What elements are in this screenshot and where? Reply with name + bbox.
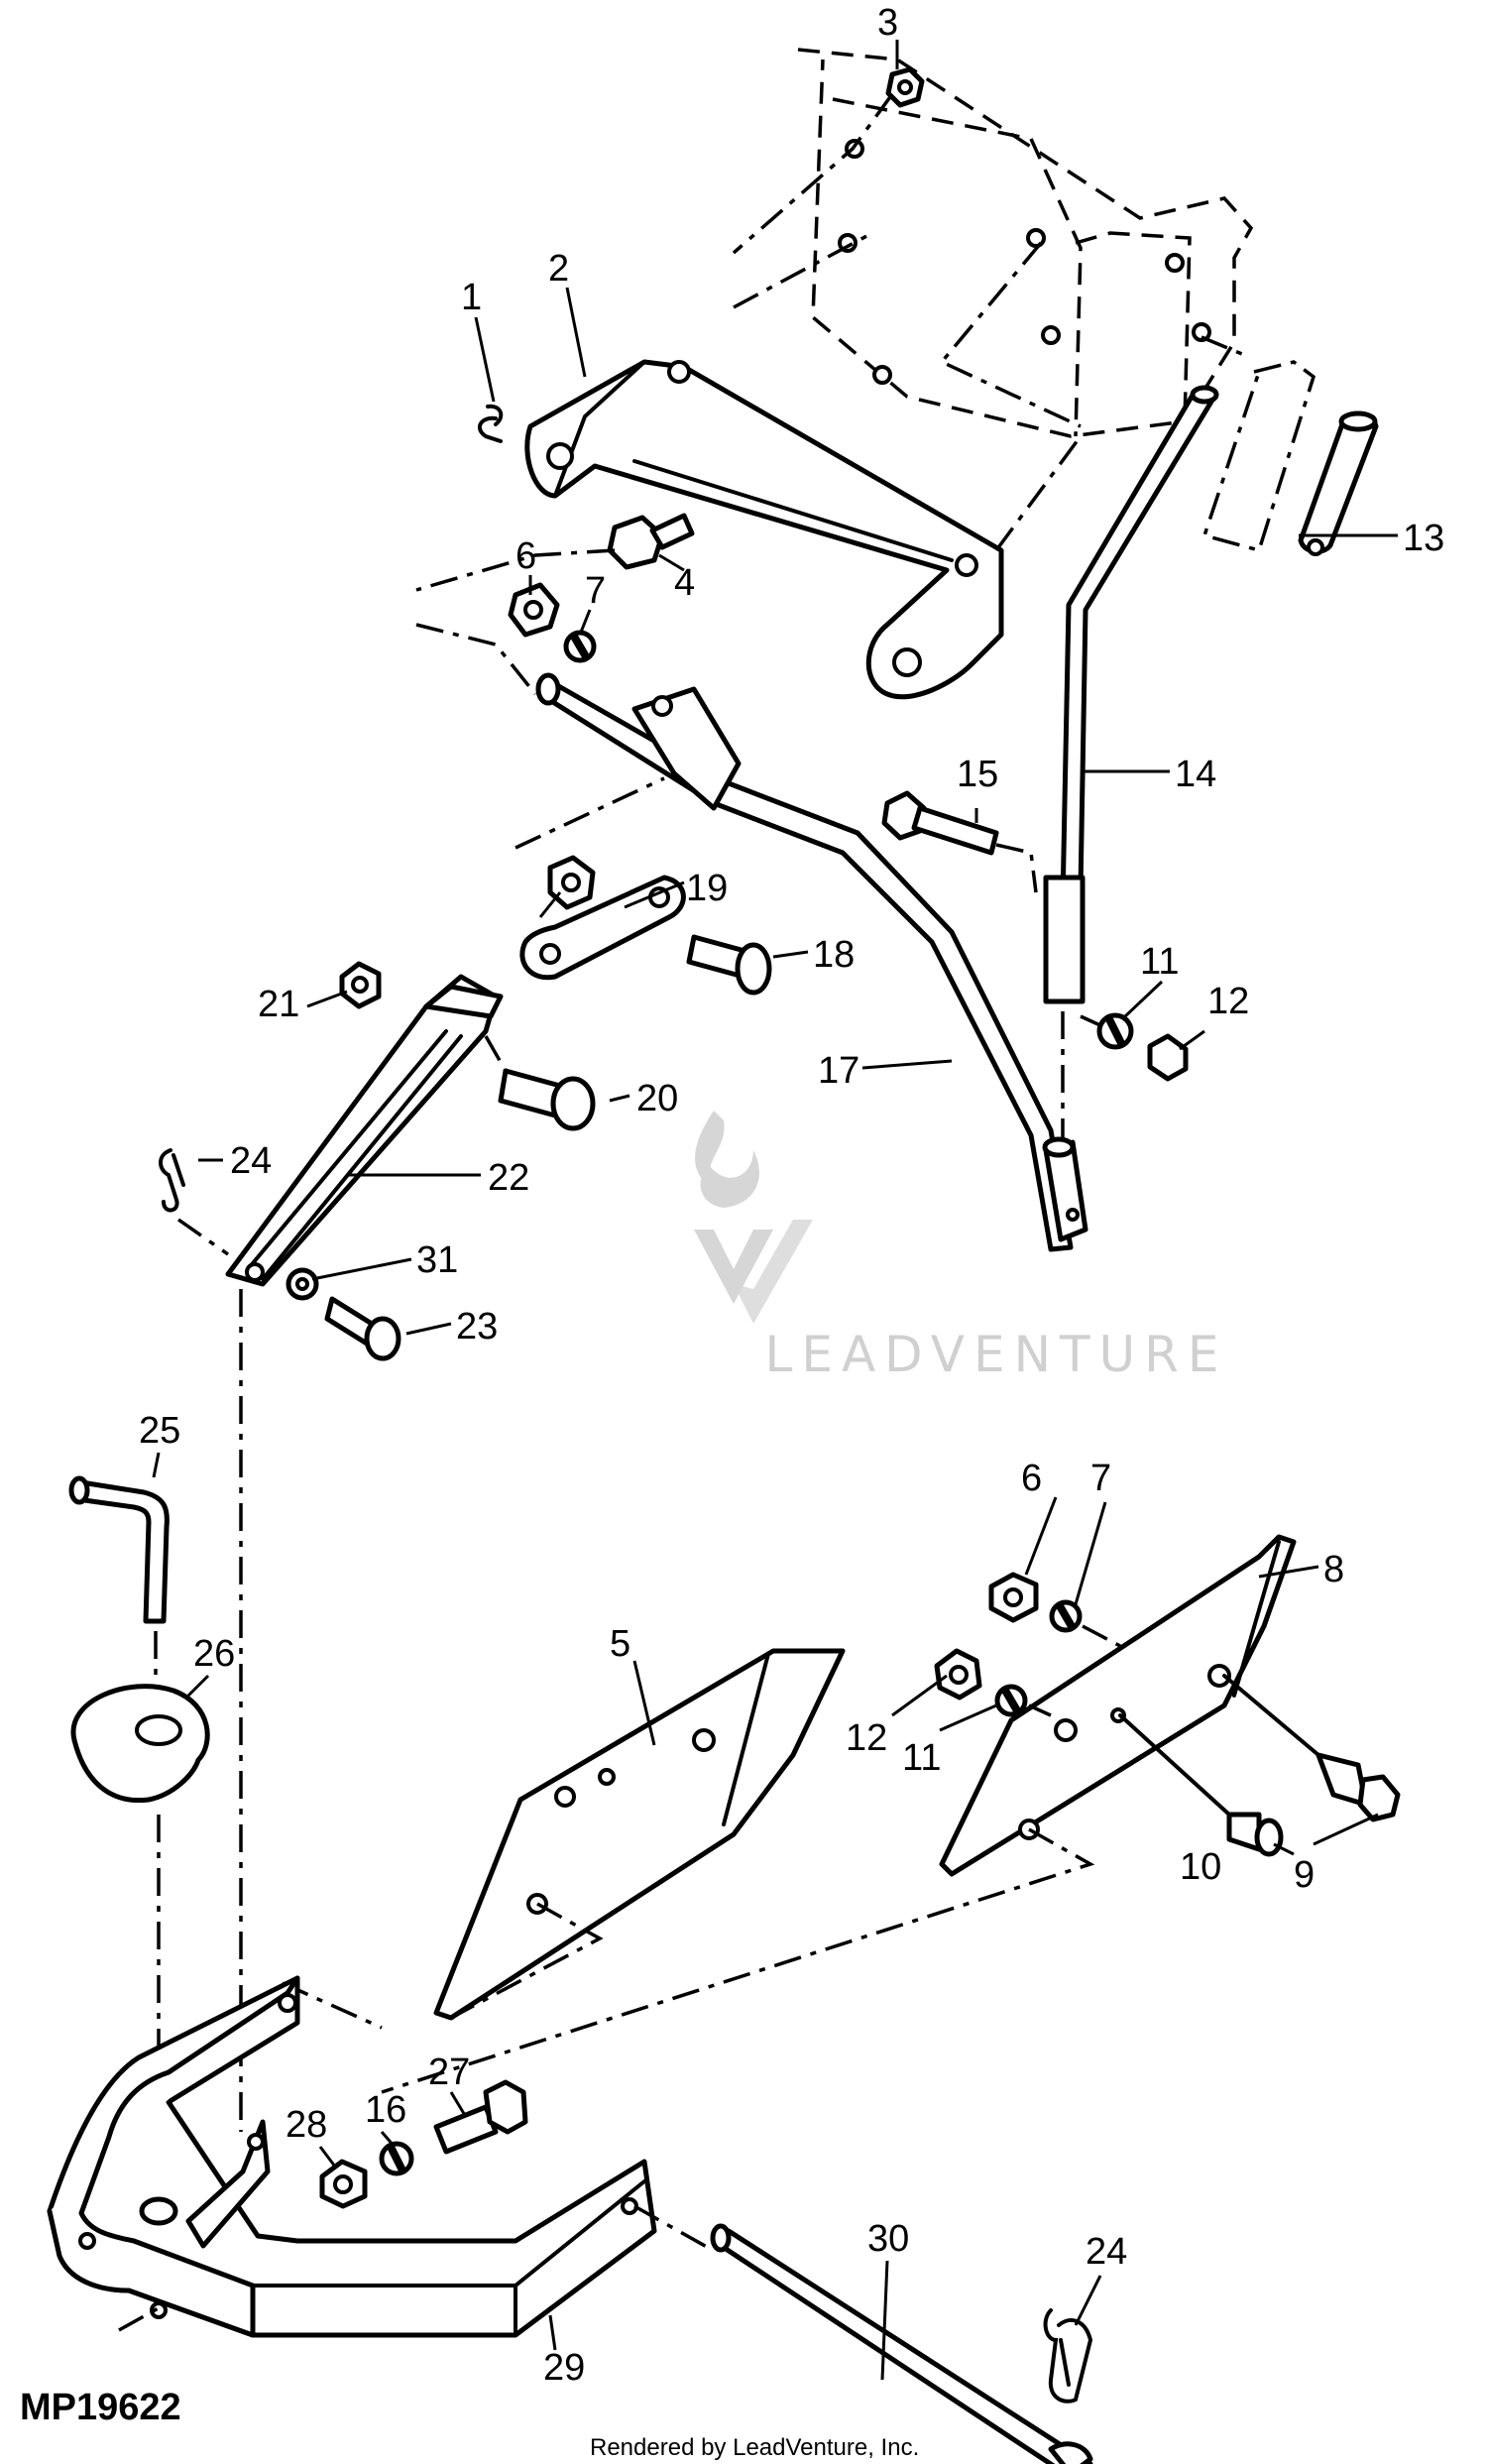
frame-part-29	[47, 1975, 657, 2338]
nut-part-12-lower	[934, 1648, 982, 1701]
watermark: LEADVENTURE	[694, 1111, 1228, 1383]
callout-20: 20	[636, 1078, 678, 1119]
bolt-part-4	[607, 513, 695, 570]
callout-1: 1	[461, 277, 482, 318]
bolt-part-15	[881, 790, 999, 856]
callout-7-upper: 7	[585, 570, 606, 612]
callout-12-right: 12	[1207, 981, 1249, 1022]
bracket-part-2	[524, 359, 1004, 700]
clip-part-1	[477, 404, 504, 443]
shoulder-bolt-part-18	[686, 934, 772, 996]
lock-washer-part-11-lower	[994, 1684, 1028, 1717]
callout-7-lower: 7	[1090, 1458, 1111, 1499]
callout-15: 15	[957, 754, 998, 795]
handle-rod-part-14	[1043, 385, 1219, 1004]
lift-rod-part-17	[535, 672, 1088, 1252]
callout-5: 5	[610, 1623, 630, 1665]
bolt-part-10	[1118, 1713, 1284, 1857]
callout-30: 30	[867, 2218, 909, 2260]
bolt-part-9	[1222, 1674, 1401, 1822]
callout-3: 3	[877, 2, 898, 44]
callout-2: 2	[548, 248, 569, 290]
callout-labels: 1 2 3 4 5 6 7 8 9 10 11 12 13 14 15 16 1…	[139, 2, 1444, 2389]
lock-washer-part-7-upper	[563, 630, 597, 663]
watermark-text: LEADVENTURE	[765, 1326, 1228, 1383]
callout-11-right: 11	[1140, 941, 1179, 983]
callout-11-lower: 11	[902, 1737, 941, 1779]
callout-13: 13	[1403, 518, 1444, 559]
callout-31: 31	[416, 1239, 458, 1281]
leader-lines	[152, 40, 1398, 2381]
link-part-19	[519, 875, 686, 981]
hair-pin-part-24-lower	[1043, 2308, 1093, 2404]
callout-14: 14	[1175, 754, 1216, 795]
nut-part-12-right	[1147, 1033, 1189, 1082]
nut-part-28	[319, 2159, 368, 2209]
pin-part-25	[68, 1475, 170, 1624]
callout-8: 8	[1323, 1549, 1344, 1590]
callout-12-lower: 12	[846, 1717, 887, 1759]
washer-part-31	[286, 1267, 319, 1301]
callout-9: 9	[1294, 1854, 1315, 1896]
callout-6-upper: 6	[515, 535, 536, 577]
callout-21: 21	[258, 984, 299, 1025]
callout-23: 23	[456, 1306, 498, 1348]
lock-washer-part-7-lower	[1049, 1599, 1083, 1633]
callout-4: 4	[674, 562, 695, 604]
grip-part-13	[1298, 411, 1379, 556]
callout-29: 29	[543, 2347, 585, 2389]
callout-6-lower: 6	[1021, 1458, 1042, 1499]
callout-28: 28	[286, 2104, 327, 2146]
callout-27: 27	[428, 2052, 470, 2093]
mounting-bracket-outline	[797, 48, 1254, 438]
credit-line: Rendered by LeadVenture, Inc.	[590, 2434, 919, 2461]
bolt-part-27	[433, 2079, 528, 2155]
knob-part-26	[70, 1684, 210, 1804]
watermark-logo-icon	[694, 1111, 813, 1324]
callout-10: 10	[1180, 1846, 1221, 1888]
hair-pin-part-24-upper	[159, 1148, 185, 1213]
callout-16: 16	[365, 2089, 406, 2131]
callout-17: 17	[818, 1050, 859, 1092]
nut-part-6-middle	[547, 855, 596, 910]
nut-part-21	[339, 961, 382, 1009]
callout-26: 26	[193, 1633, 235, 1675]
shoulder-bolt-part-23	[324, 1296, 401, 1361]
nut-part-3	[885, 66, 925, 108]
callout-19: 19	[686, 868, 728, 909]
rod-part-30	[710, 2223, 1093, 2464]
shoulder-bolt-part-20	[498, 1068, 596, 1131]
lock-washer-part-16	[379, 2141, 414, 2176]
lock-washer-part-11-right	[1096, 1012, 1134, 1050]
callout-24-upper: 24	[230, 1140, 272, 1182]
nut-part-6-upper	[508, 582, 560, 638]
callout-22: 22	[488, 1157, 529, 1199]
figure-id: MP19622	[20, 2387, 181, 2428]
link-arm-part-22	[225, 974, 504, 1287]
callout-18: 18	[813, 934, 855, 976]
nut-part-6-lower	[988, 1572, 1039, 1623]
callout-24-lower: 24	[1086, 2231, 1127, 2273]
callout-25: 25	[139, 1410, 180, 1452]
blade-part-5	[433, 1648, 846, 2021]
